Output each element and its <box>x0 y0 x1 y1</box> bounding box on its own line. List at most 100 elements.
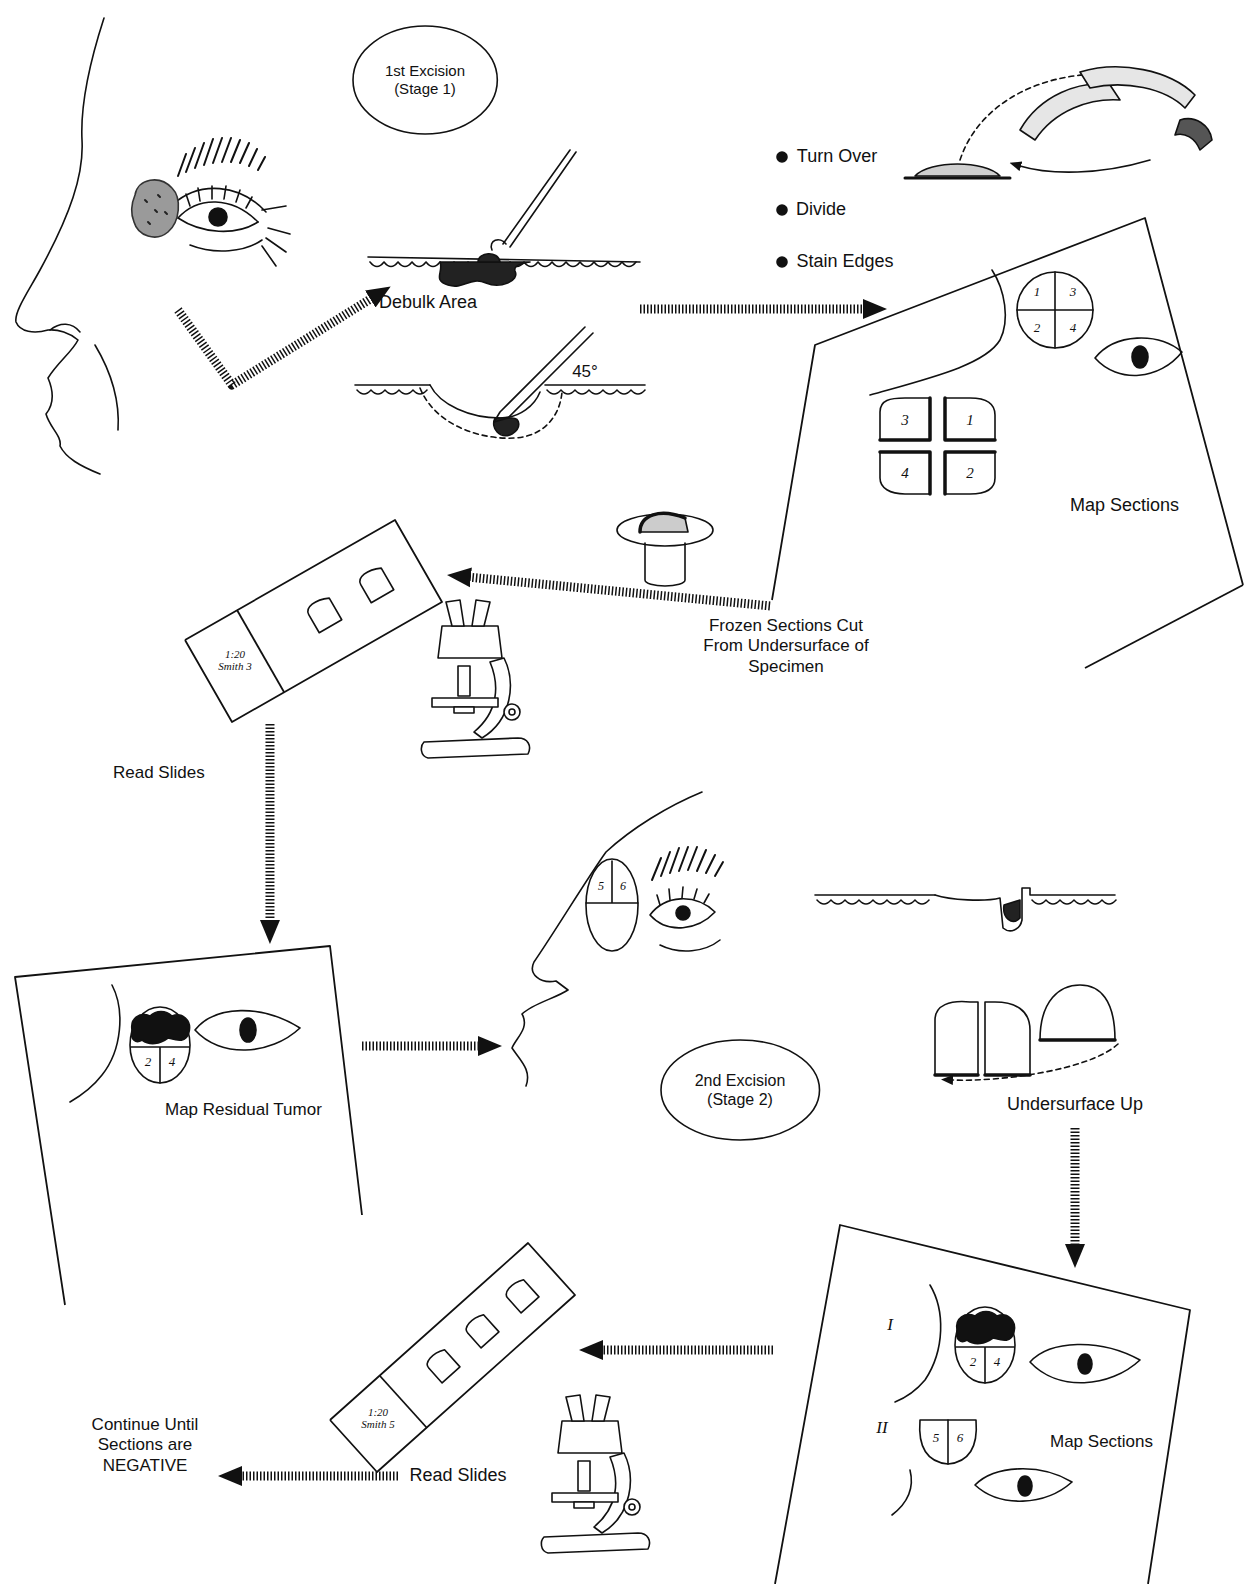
skin-cross-section <box>503 150 576 247</box>
patient-face <box>145 195 167 224</box>
callout-number: 2 <box>966 464 974 482</box>
patient-face-stage-two <box>660 940 720 951</box>
glass-slide-outline <box>185 520 442 722</box>
hatched-arrow <box>640 305 865 314</box>
angle-label: 45° <box>572 362 598 382</box>
patient-face-stage-two <box>657 887 709 905</box>
map-sheet: Map Sections <box>770 216 1246 671</box>
map-sheet-outline <box>13 944 365 1307</box>
tissue-map <box>892 1470 911 1515</box>
frozen-section-chuck <box>640 513 685 532</box>
turn-over-sketch <box>777 67 1212 267</box>
slide-specimen <box>424 1347 460 1383</box>
callout-number: 6 <box>620 879 626 893</box>
skin-cross-section <box>935 888 1115 931</box>
slide-specimen <box>305 565 539 1383</box>
tissue-map <box>132 1012 190 1044</box>
tissue-map <box>956 1347 1014 1383</box>
frozen-section-chuck <box>640 513 688 532</box>
step-label: Divide <box>796 199 846 221</box>
slide-specimen <box>503 1277 539 1313</box>
hatched-connector <box>469 577 770 606</box>
patient-face <box>190 240 262 251</box>
hatched-arrow <box>178 298 1075 1476</box>
tissue-map <box>1095 338 1182 375</box>
callout-number: 2 <box>1034 320 1041 336</box>
turn-over-sketch <box>905 177 1010 180</box>
patient-face-stage-two <box>586 861 638 903</box>
tissue-map <box>920 1420 977 1464</box>
glass-slide-outline <box>330 1243 575 1472</box>
skin-cross-section <box>1004 900 1020 921</box>
stage-ellipse-outline <box>353 26 497 134</box>
slide-label: 1:20 Smith 5 <box>360 1406 396 1430</box>
map-sheet-outline <box>1085 585 1243 668</box>
skin-cross-section <box>491 240 506 250</box>
turn-over-sketch <box>915 164 1000 176</box>
patient-face <box>50 324 80 332</box>
patient-face <box>172 188 266 212</box>
skin-cross-section <box>357 390 427 394</box>
tissue-map <box>131 1047 189 1083</box>
tissue-map <box>955 1307 1015 1383</box>
frozen-section-chuck <box>645 543 685 586</box>
map-sheet: Map Residual Tumor <box>13 944 365 1307</box>
tissue-map <box>957 1312 1015 1344</box>
stage-ellipse: 2nd Excision (Stage 2) <box>660 1039 821 1141</box>
callout-number: 5 <box>598 879 604 893</box>
tissue-map <box>945 398 995 440</box>
patient-face-stage-two <box>586 859 638 951</box>
skin-cross-section <box>545 384 645 386</box>
skin-cross-section <box>1032 900 1116 904</box>
specimen-pieces <box>1040 1038 1115 1042</box>
microscope <box>421 600 649 1553</box>
stage-ellipse-outline <box>661 1040 820 1140</box>
patient-face-stage-two <box>676 906 690 920</box>
patient-face-stage-two <box>512 792 723 1086</box>
tissue-map <box>70 270 1182 1515</box>
callout-number: 5 <box>933 1430 940 1446</box>
hatched-arrow <box>240 1472 398 1481</box>
microscope <box>421 600 529 758</box>
tissue-map <box>1030 1344 1140 1382</box>
callout-number: 6 <box>957 1430 964 1446</box>
patient-face-stage-two <box>652 847 723 880</box>
patient-face <box>262 206 290 266</box>
turn-over-sketch <box>1020 160 1150 172</box>
hatched-arrow <box>1071 1128 1080 1246</box>
slide-label: 1:20 Smith 3 <box>217 648 253 672</box>
patient-face <box>16 18 104 474</box>
tissue-map <box>1017 272 1093 348</box>
callout-number: 2 <box>970 1354 977 1370</box>
map-sheet-outline <box>775 1225 1190 1584</box>
specimen-pieces <box>1040 985 1115 1040</box>
hatched-connector <box>601 1346 773 1355</box>
turn-over-sketch <box>1175 119 1212 150</box>
tissue-map <box>895 1285 941 1402</box>
map-sheet-outline <box>773 1223 1192 1584</box>
slide-specimen <box>357 565 394 603</box>
tissue-map <box>880 398 995 494</box>
tissue-map <box>870 270 1005 395</box>
tissue-map <box>945 452 995 494</box>
turn-over-sketch <box>1020 84 1120 140</box>
stage-numeral: I <box>887 1315 893 1335</box>
patient-face-stage-two <box>512 792 702 1086</box>
tissue-map <box>947 1420 949 1464</box>
skin-cross-section <box>439 262 530 286</box>
patient-face <box>186 186 252 208</box>
tissue-map <box>975 1469 1072 1501</box>
tissue-map <box>195 1011 300 1050</box>
connector-label: Read Slides <box>110 763 208 783</box>
callout-number: 1 <box>1034 284 1041 300</box>
map-caption: Map Sections <box>1070 495 1179 517</box>
microscope <box>541 1395 649 1553</box>
map-sheet: Map Sections <box>773 1223 1192 1584</box>
tissue-map <box>1018 1476 1032 1496</box>
connector-label: Frozen Sections Cut From Undersurface of… <box>698 616 874 677</box>
glass-slide-outline <box>328 1241 577 1474</box>
callout-number: 3 <box>901 411 909 429</box>
patient-face <box>95 345 118 430</box>
